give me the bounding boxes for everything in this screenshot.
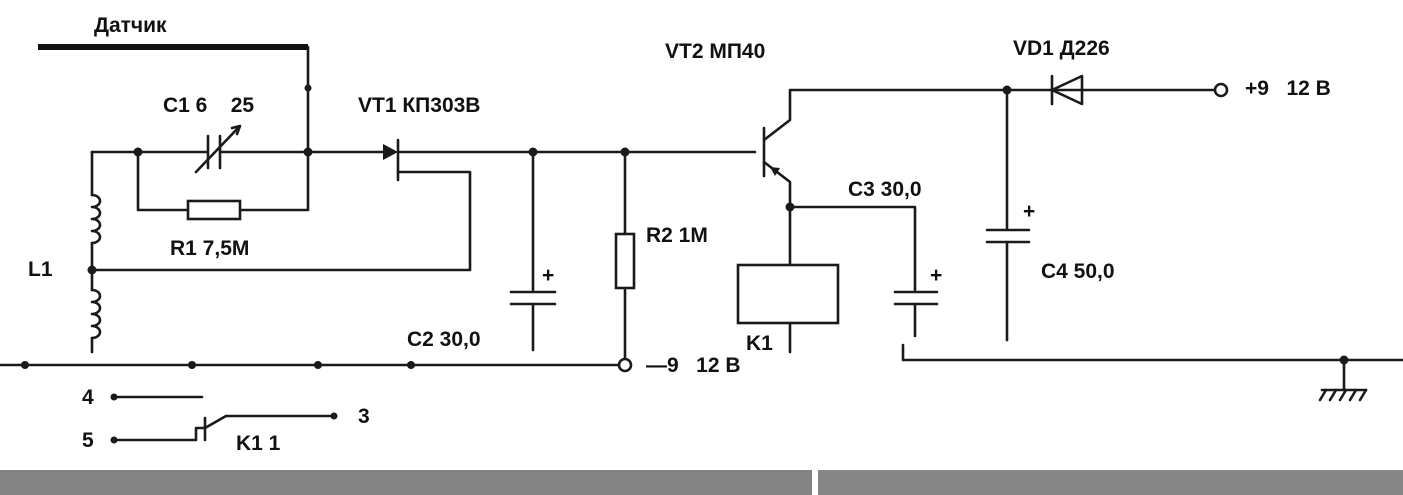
l1-lower-winding xyxy=(90,288,102,340)
label-r2: R2 1M xyxy=(646,224,708,247)
minus-supply-terminal xyxy=(617,357,633,373)
label-pin-5: 5 xyxy=(82,429,94,452)
junction-dots xyxy=(21,84,1349,444)
c1-trimmer-arrow xyxy=(194,126,240,174)
l1-upper-winding xyxy=(90,193,102,245)
label-c2-plus: + xyxy=(542,264,554,287)
c1-arrow-head xyxy=(230,124,242,136)
label-vt1: VT1 КП303В xyxy=(358,94,480,117)
label-r1: R1 7,5M xyxy=(170,237,249,260)
label-c1: C1 6 25 xyxy=(163,94,254,117)
c3-top-lead xyxy=(788,205,917,292)
contact-5-wire xyxy=(112,426,207,442)
plus-supply-terminal xyxy=(1213,82,1229,98)
ground-hatch xyxy=(1318,388,1368,402)
label-vd1: VD1 Д226 xyxy=(1013,37,1110,60)
bottom-gray-bar-right xyxy=(818,470,1403,495)
label-c2: C2 30,0 xyxy=(407,328,481,351)
label-c3-plus: + xyxy=(930,264,942,287)
vd1-diode xyxy=(1050,74,1084,106)
label-k1-coil: K1 xyxy=(746,332,773,355)
label-pin-3: 3 xyxy=(358,405,370,428)
emitter-wire xyxy=(762,160,792,267)
k1-relay-coil xyxy=(736,263,840,325)
label-pin-4: 4 xyxy=(82,386,94,409)
label-c4-plus: + xyxy=(1023,200,1035,223)
bottom-gray-bar-left xyxy=(0,470,812,495)
label-sensor: Датчик xyxy=(94,14,167,37)
label-vt2: VT2 МП40 xyxy=(665,40,765,63)
label-minus-supply: —9 12 В xyxy=(646,354,741,377)
r2-resistor xyxy=(614,232,636,290)
label-c4: C4 50,0 xyxy=(1041,260,1115,283)
r1-resistor xyxy=(186,199,242,221)
label-l1: L1 xyxy=(28,258,53,281)
label-k1-contact: K1 1 xyxy=(236,432,281,455)
source-wire xyxy=(90,170,472,272)
vt1-gate-arrow xyxy=(383,144,398,160)
label-plus-supply: +9 12 В xyxy=(1245,77,1331,100)
collector-wire xyxy=(762,88,1217,142)
ground-rail xyxy=(901,343,1403,362)
vt2-emitter-arrow xyxy=(770,167,780,176)
r1-left-lead xyxy=(136,150,190,212)
r1-right-lead xyxy=(238,150,310,212)
contact-lever xyxy=(203,414,228,430)
label-c3: C3 30,0 xyxy=(848,178,922,201)
